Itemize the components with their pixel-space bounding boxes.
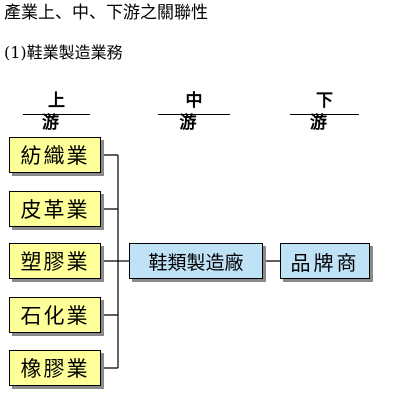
section-subtitle: (1)鞋業製造業務 [4, 43, 123, 62]
column-header-midstream: 中 游 [158, 90, 230, 133]
downstream-brand-box: 品牌商 [280, 243, 370, 279]
upstream-petrochemical-box: 石化業 [9, 297, 101, 333]
upstream-leather-box: 皮革業 [9, 191, 101, 227]
upstream-rubber-box: 橡膠業 [9, 350, 101, 386]
midstream-shoe-manufacturer-box: 鞋類製造廠 [129, 243, 263, 279]
upstream-textile-box: 紡織業 [9, 137, 101, 173]
column-header-downstream: 下 游 [290, 90, 359, 133]
column-header-upstream: 上 游 [23, 90, 90, 133]
page-title: 產業上、中、下游之關聯性 [4, 3, 208, 23]
upstream-plastic-box: 塑膠業 [9, 243, 101, 279]
